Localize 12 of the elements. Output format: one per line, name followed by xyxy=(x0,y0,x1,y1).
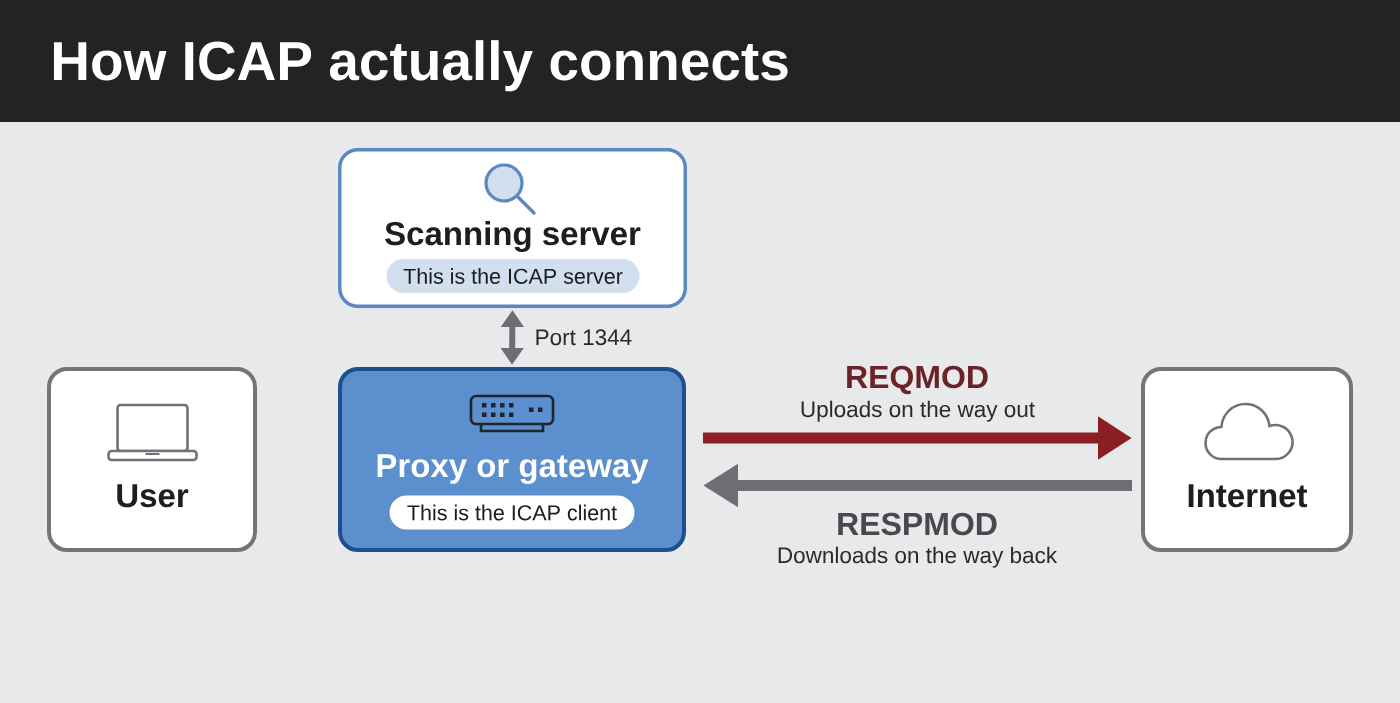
box-title: User xyxy=(117,484,189,508)
edge-label: REQMOD xyxy=(847,365,988,395)
box-title: Proxy or gateway xyxy=(377,454,649,484)
edge-label: RESPMOD xyxy=(838,512,997,536)
subtitle-pill: This is the ICAP client xyxy=(389,495,635,530)
caption-text: Uploads on the way out xyxy=(801,400,1035,422)
box-title: Scanning server xyxy=(385,221,641,252)
title: How ICAP actually connects xyxy=(53,40,788,92)
box-title: Internet xyxy=(1188,484,1308,508)
subtitle-pill: This is the ICAP server xyxy=(386,259,640,293)
edge-label: Port 1344 xyxy=(536,329,632,346)
caption-text: Downloads on the way back xyxy=(778,546,1058,568)
